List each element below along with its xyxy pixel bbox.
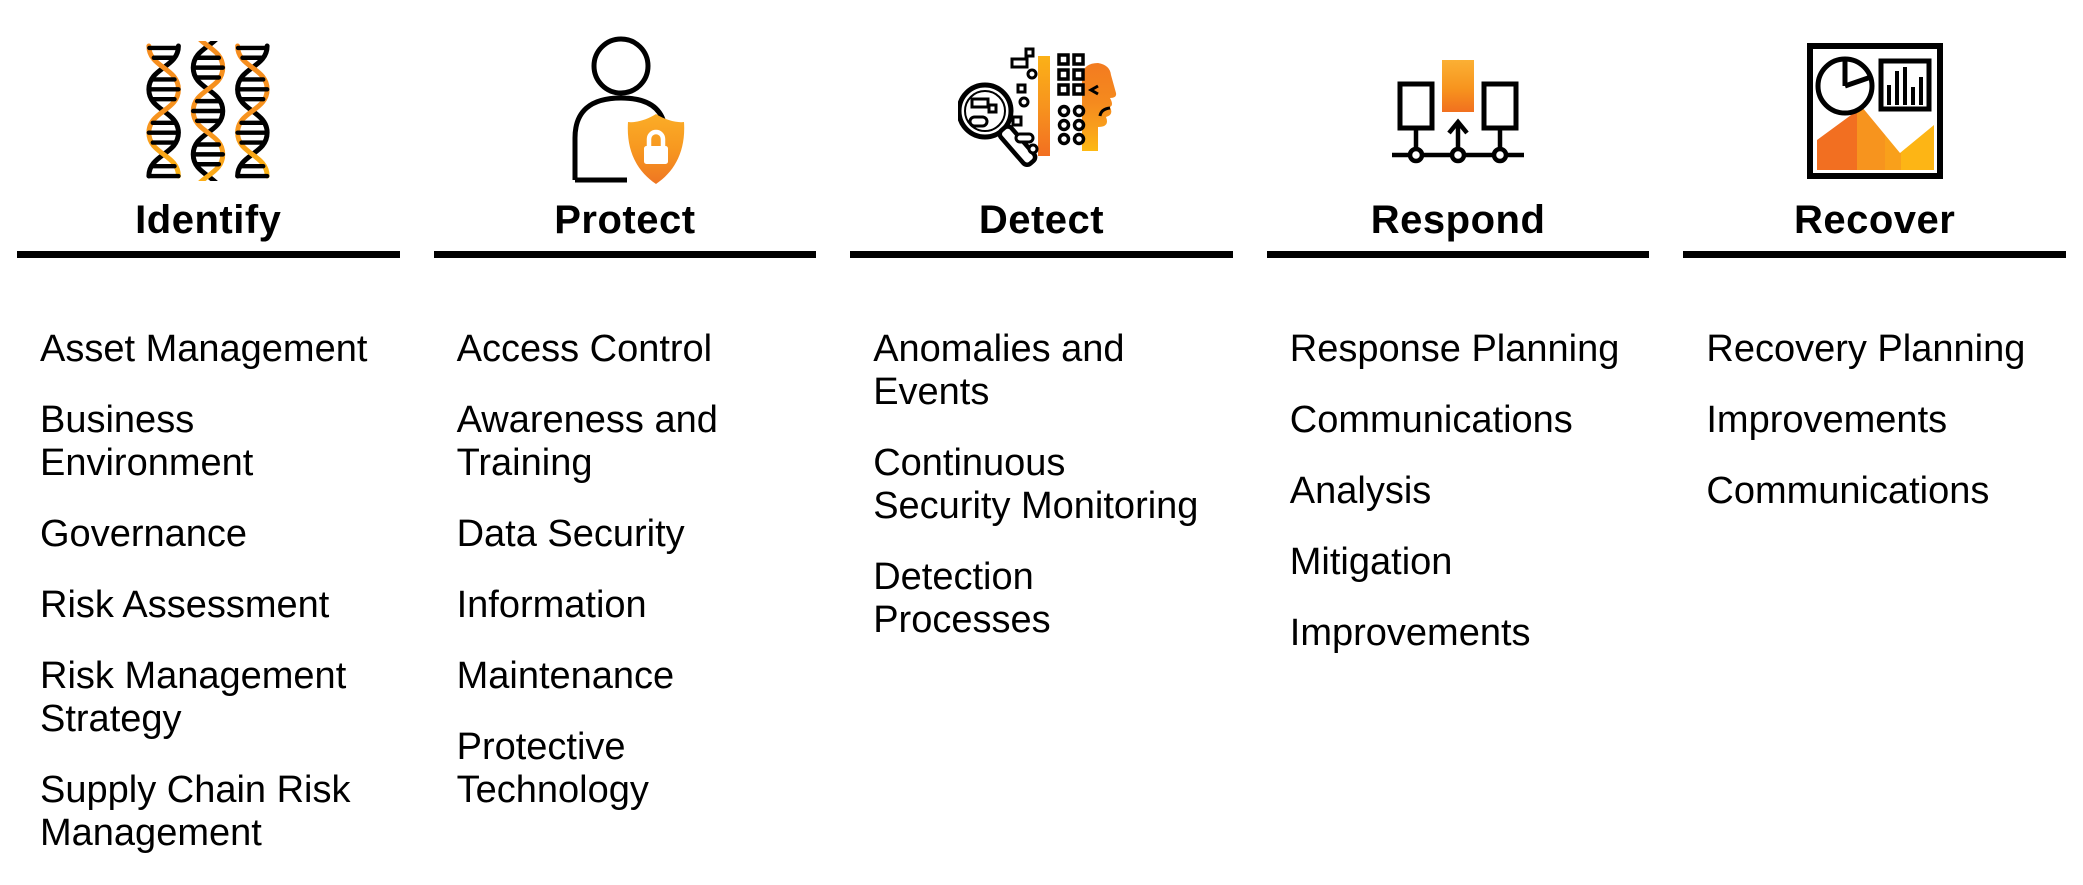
- user-shield-lock-icon: [572, 36, 685, 184]
- respond-title: Respond: [1370, 198, 1546, 242]
- list-item: Mitigation: [1289, 540, 1453, 583]
- column-recover: Recover Recovery Planning Improvements C…: [1666, 36, 2083, 885]
- identify-icon-box: [0, 36, 417, 186]
- column-detect: Detect Anomalies and Events Continuous S…: [833, 36, 1250, 885]
- identify-title: Identify: [135, 198, 282, 242]
- list-item: Data Security: [456, 512, 685, 555]
- list-item: Protective Technology: [456, 725, 649, 811]
- list-item: Asset Management: [40, 328, 368, 370]
- analytics-dashboard-icon: [1806, 43, 1943, 179]
- column-respond: Respond Response Planning Communications…: [1250, 36, 1667, 885]
- list-item: Supply Chain Risk Management: [40, 768, 351, 854]
- recover-category-list: Recovery Planning Improvements Communica…: [1666, 328, 2083, 513]
- column-identify: Identify Asset Management Business Envir…: [0, 36, 417, 885]
- list-item: Improvements: [1289, 611, 1531, 654]
- respond-category-list: Response Planning Communications Analysi…: [1250, 328, 1667, 655]
- recover-icon-box: [1666, 36, 2083, 186]
- list-item: Response Planning: [1289, 328, 1620, 370]
- detect-icon-box: [833, 36, 1250, 186]
- list-item: Anomalies and Events: [873, 328, 1125, 413]
- list-item: Detection Processes: [873, 555, 1051, 641]
- detect-underline: [850, 251, 1233, 258]
- identify-underline: [17, 251, 400, 258]
- list-item: Risk Assessment: [40, 583, 330, 626]
- list-item: Analysis: [1289, 469, 1432, 512]
- list-item: Improvements: [1706, 398, 1948, 441]
- respond-underline: [1266, 251, 1650, 258]
- magnifier-data-face-icon: [958, 47, 1117, 167]
- protect-title: Protect: [554, 198, 696, 242]
- respond-icon-box: [1250, 36, 1667, 186]
- column-protect: Protect Access Control Awareness and Tra…: [417, 36, 834, 885]
- dna-strands-icon: [146, 41, 270, 181]
- recover-title: Recover: [1793, 198, 1956, 242]
- list-item: Risk Management Strategy: [40, 654, 347, 740]
- list-item: Continuous Security Monitoring: [873, 441, 1199, 527]
- protect-icon-box: [417, 36, 834, 186]
- detect-title: Detect: [978, 198, 1105, 242]
- list-item: Business Environment: [40, 398, 254, 484]
- identify-category-list: Asset Management Business Environment Go…: [0, 328, 417, 854]
- list-item: Communications: [1706, 469, 1990, 512]
- detect-category-list: Anomalies and Events Continuous Security…: [833, 328, 1250, 642]
- list-item: Access Control: [456, 328, 713, 370]
- list-item: Maintenance: [456, 654, 675, 697]
- protect-underline: [433, 251, 817, 258]
- list-item: Communications: [1289, 398, 1573, 441]
- protect-category-list: Access Control Awareness and Training Da…: [417, 328, 834, 812]
- list-item: Governance: [40, 512, 248, 555]
- connected-devices-arrow-icon: [1392, 59, 1525, 163]
- list-item: Recovery Planning: [1706, 328, 2026, 370]
- list-item: Awareness and Training: [456, 398, 718, 484]
- recover-underline: [1683, 251, 2066, 258]
- list-item: Information: [456, 583, 647, 626]
